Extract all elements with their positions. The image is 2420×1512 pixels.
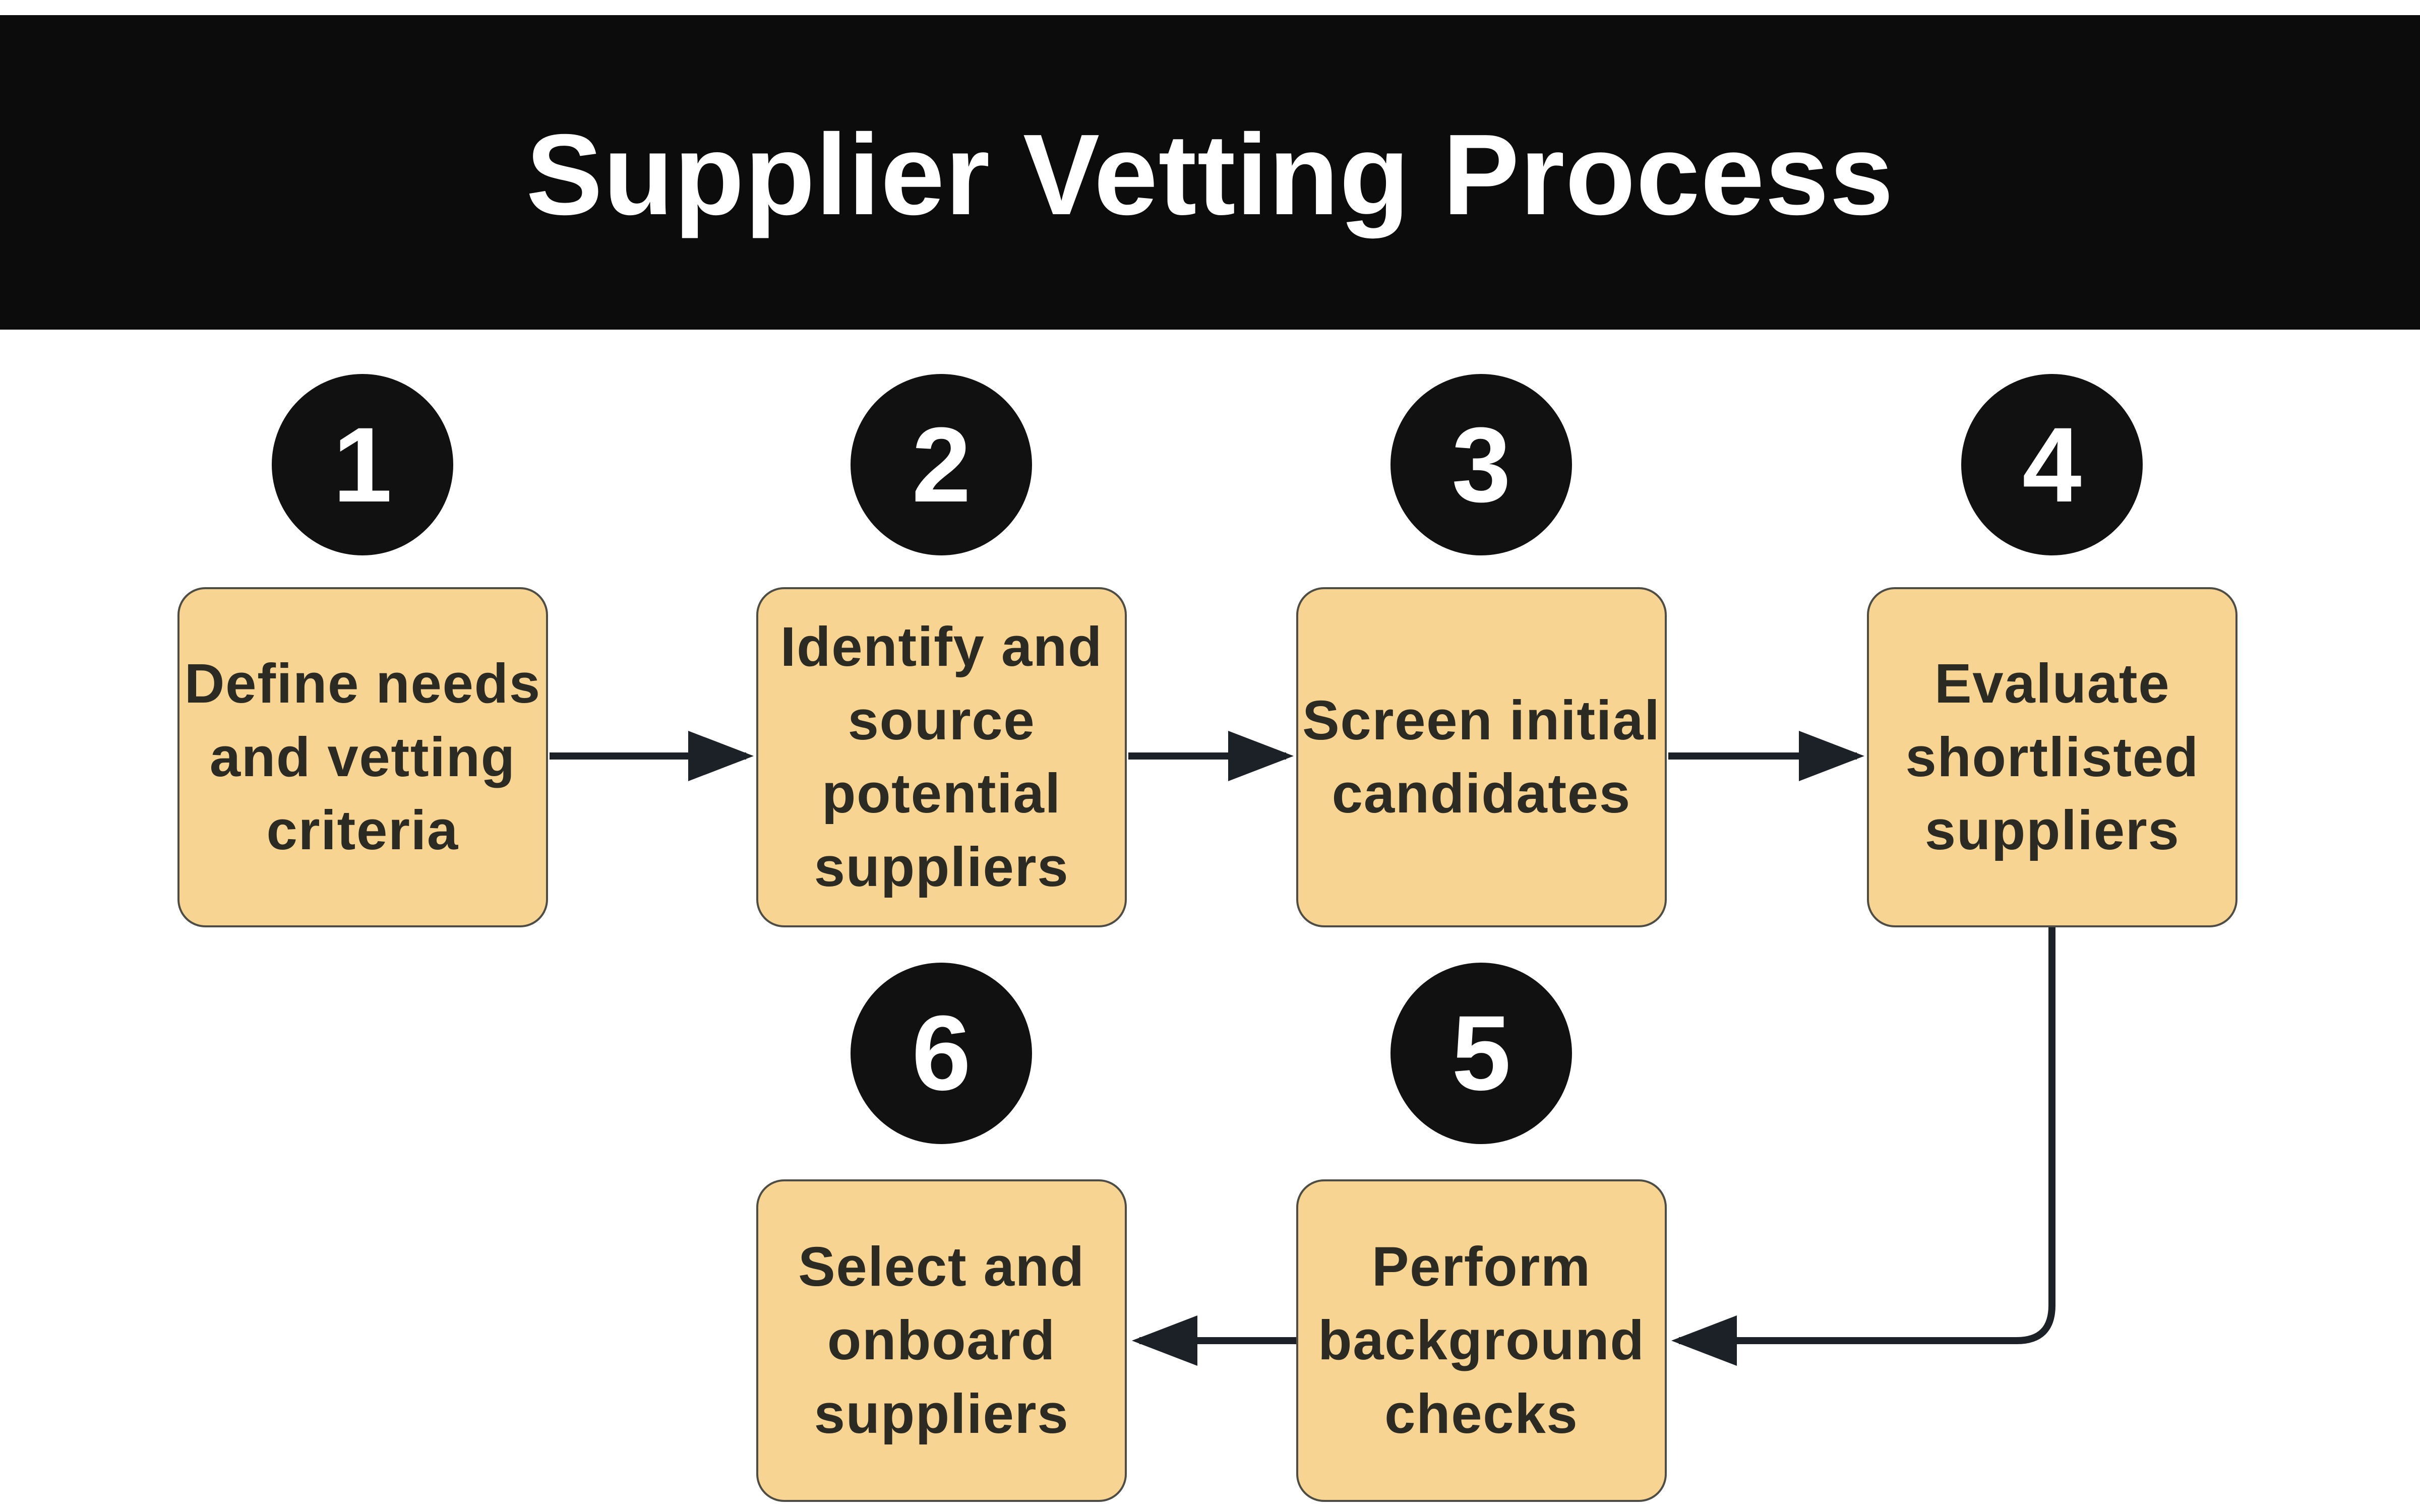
step-2-node: Identify and source potential suppliers (756, 587, 1127, 927)
step-1-node: Define needs and vetting criteria (177, 587, 548, 927)
step-6-number-badge: 6 (851, 962, 1033, 1144)
diagram-title: Supplier Vetting Process (526, 110, 1894, 239)
arrow-step4-to-step5-elbow (1671, 926, 2055, 1366)
title-banner: Supplier Vetting Process (0, 15, 2420, 330)
step-6-node: Select and onboard suppliers (756, 1179, 1127, 1502)
step-5-node: Perform background checks (1296, 1179, 1667, 1502)
step-1-number-badge: 1 (272, 374, 454, 556)
step-3-node: Screen initial candidates (1296, 587, 1667, 927)
step-5-number-badge: 5 (1390, 962, 1572, 1144)
step-3-number-badge: 3 (1390, 374, 1572, 556)
step-4-number-badge: 4 (1961, 374, 2143, 556)
step-4-node: Evaluate shortlisted suppliers (1867, 587, 2238, 927)
step-2-number-badge: 2 (851, 374, 1033, 556)
